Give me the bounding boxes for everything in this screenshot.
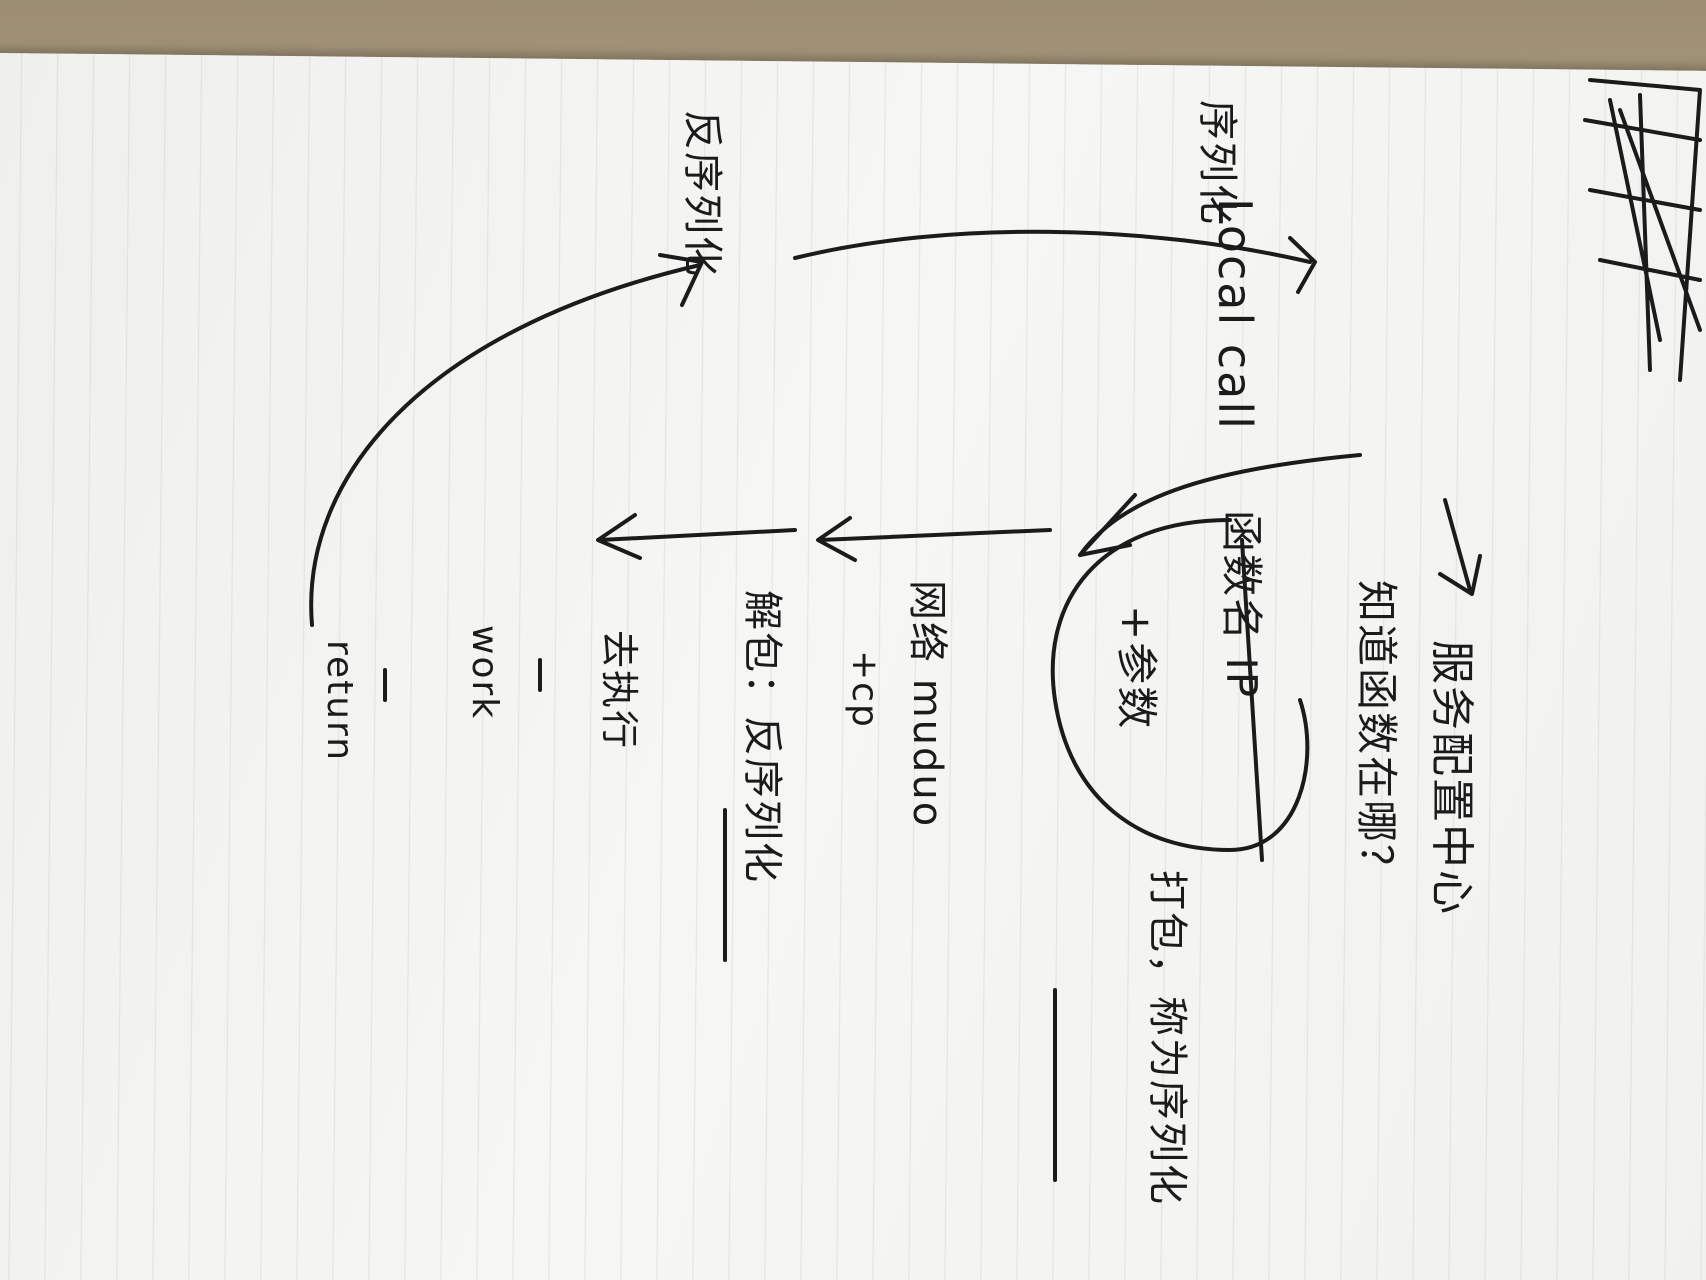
note-network: 网络 muduo: [904, 580, 950, 829]
call-to-center-arrowhead: [1438, 554, 1482, 596]
top-arc-arrow: [793, 229, 1312, 264]
note-top-deserialize: 反序列化: [679, 110, 725, 278]
note-where-function: 知道函数在哪？: [1352, 580, 1401, 889]
call-to-center-arrow: [1443, 498, 1472, 592]
circle-loop: [1050, 518, 1310, 852]
scribble-corner: [1588, 78, 1702, 382]
note-work: work: [464, 625, 505, 721]
note-plus-params: +参数: [1112, 605, 1161, 731]
note-return: return: [319, 640, 360, 763]
top-arc-arrowhead: [1288, 236, 1317, 294]
arrow-left-2: [598, 528, 797, 542]
note-function-name-ip: 函数名 IP: [1217, 510, 1266, 700]
note-local-call: Local call: [1208, 198, 1262, 431]
scribble-corner-2: [1583, 118, 1702, 282]
arrow-left-1-head: [816, 516, 857, 562]
note-top-serialize: 序列化: [1194, 100, 1240, 226]
note-unpack: 解包：反序列化: [739, 590, 785, 884]
note-service-center: 服务配置中心: [1426, 640, 1477, 916]
arrow-left-2-head: [596, 513, 642, 560]
arrow-left-1: [818, 528, 1052, 542]
note-tcp: +cp: [844, 650, 885, 729]
return-arc: [309, 263, 702, 627]
big-down-arc-2: [1078, 493, 1137, 557]
note-execute: 去执行: [597, 630, 641, 751]
note-pack-serialize: 打包，称为序列化: [1144, 870, 1190, 1206]
return-arc-arrowhead: [658, 253, 704, 307]
underline-params: [1240, 538, 1264, 862]
